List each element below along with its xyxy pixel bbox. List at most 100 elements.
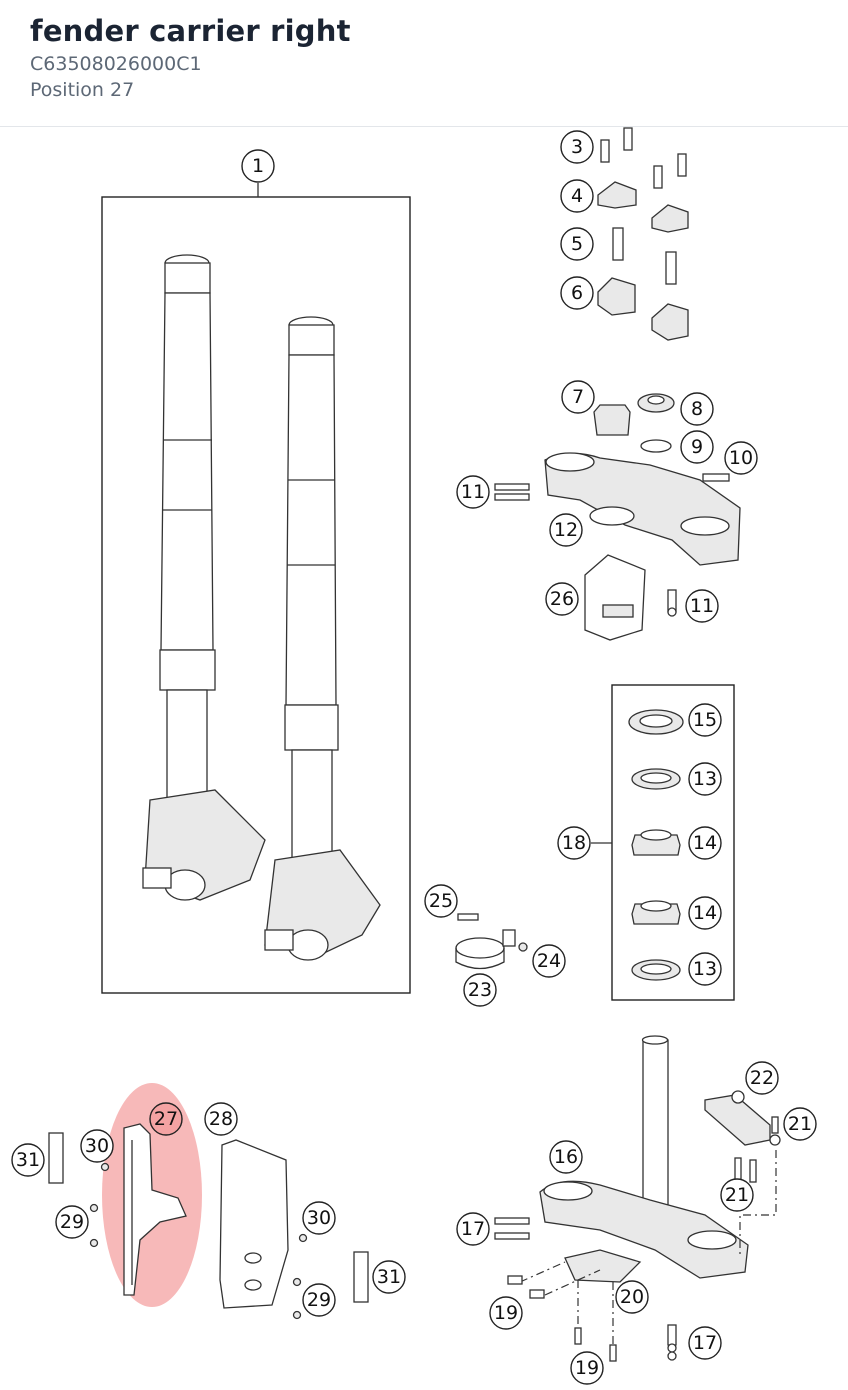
svg-text:25: 25 (429, 890, 453, 912)
bolts-17-lower[interactable] (667, 1324, 677, 1361)
svg-text:20: 20 (620, 1286, 644, 1308)
clamp-bolts-17-upper[interactable] (494, 1217, 530, 1240)
exploded-parts-diagram: 1 3 4 5 6 7 8 9 10 11 12 26 11 15 13 18 … (11, 127, 817, 1385)
callout-10[interactable]: 10 (724, 441, 758, 475)
screw-29-left-lower[interactable] (89, 1238, 99, 1248)
callout-29a[interactable]: 29 (55, 1205, 89, 1239)
fender-28[interactable] (219, 1139, 289, 1309)
callout-14b[interactable]: 14 (688, 896, 722, 930)
callout-8[interactable]: 8 (680, 392, 714, 426)
screw-29-right-upper[interactable] (292, 1277, 302, 1287)
callout-31b[interactable]: 31 (372, 1260, 406, 1294)
seal-15[interactable] (628, 709, 684, 735)
callout-16[interactable]: 16 (549, 1140, 583, 1174)
callout-7[interactable]: 7 (561, 380, 595, 414)
cap-8[interactable] (637, 393, 675, 413)
svg-text:14: 14 (693, 832, 717, 854)
right-fork-leg[interactable] (264, 316, 381, 961)
bearing-14-upper[interactable] (631, 829, 681, 856)
upper-triple-clamp-12[interactable] (544, 452, 741, 566)
steering-damper-22[interactable] (704, 1090, 781, 1146)
callout-30a[interactable]: 30 (80, 1129, 114, 1163)
svg-text:9: 9 (691, 436, 703, 458)
handlebar-clamps-lower-6[interactable] (597, 277, 689, 341)
callout-20[interactable]: 20 (615, 1280, 649, 1314)
callout-13a[interactable]: 13 (688, 762, 722, 796)
callout-18[interactable]: 18 (557, 826, 591, 860)
svg-text:8: 8 (691, 398, 703, 420)
nut-24[interactable] (518, 942, 528, 952)
clamp-ring-23[interactable] (455, 929, 516, 970)
callout-27[interactable]: 27 (149, 1102, 183, 1136)
callout-29b[interactable]: 29 (302, 1283, 336, 1317)
screw-11-lower[interactable] (667, 589, 677, 617)
callout-3[interactable]: 3 (560, 130, 594, 164)
svg-text:18: 18 (562, 832, 586, 854)
svg-text:15: 15 (693, 709, 717, 731)
callout-12[interactable]: 12 (549, 513, 583, 547)
svg-text:23: 23 (468, 979, 492, 1001)
bearing-14-lower[interactable] (631, 900, 681, 925)
screw-29-right-lower[interactable] (292, 1310, 302, 1320)
callout-14a[interactable]: 14 (688, 826, 722, 860)
callout-28[interactable]: 28 (204, 1102, 238, 1136)
svg-text:19: 19 (575, 1357, 599, 1379)
svg-text:29: 29 (307, 1289, 331, 1311)
clamp-bolts-5[interactable] (612, 227, 677, 285)
handlebar-clamps-upper-4[interactable] (597, 181, 689, 233)
callout-5[interactable]: 5 (560, 227, 594, 261)
callout-21b[interactable]: 21 (720, 1178, 754, 1212)
callout-17a[interactable]: 17 (456, 1212, 490, 1246)
callout-4[interactable]: 4 (560, 179, 594, 213)
callout-19a[interactable]: 19 (489, 1296, 523, 1330)
reflector-31-right[interactable] (353, 1251, 369, 1303)
steering-nut-7[interactable] (593, 404, 631, 436)
washer-9[interactable] (640, 439, 672, 453)
bolts-19[interactable] (507, 1275, 617, 1362)
callout-11a[interactable]: 11 (456, 475, 490, 509)
svg-text:5: 5 (571, 233, 583, 255)
svg-text:30: 30 (307, 1207, 331, 1229)
cover-26[interactable] (584, 554, 646, 641)
svg-text:28: 28 (209, 1108, 233, 1130)
screw-30-left[interactable] (100, 1162, 110, 1172)
ring-13-upper[interactable] (631, 768, 681, 790)
reflector-31-left[interactable] (48, 1132, 64, 1184)
svg-text:21: 21 (788, 1113, 812, 1135)
bolts-11[interactable] (494, 483, 530, 501)
bolt-10[interactable] (702, 473, 730, 482)
screw-25[interactable] (457, 913, 479, 921)
callout-30b[interactable]: 30 (302, 1201, 336, 1235)
callout-15[interactable]: 15 (688, 703, 722, 737)
fender-carrier-right-27[interactable] (123, 1123, 187, 1296)
screw-30-right[interactable] (298, 1233, 308, 1243)
callout-22[interactable]: 22 (745, 1061, 779, 1095)
callout-26[interactable]: 26 (545, 582, 579, 616)
svg-text:12: 12 (554, 519, 578, 541)
callout-9[interactable]: 9 (680, 430, 714, 464)
callout-13b[interactable]: 13 (688, 952, 722, 986)
callout-19b[interactable]: 19 (570, 1351, 604, 1385)
svg-text:19: 19 (494, 1302, 518, 1324)
callout-6[interactable]: 6 (560, 276, 594, 310)
callout-23[interactable]: 23 (463, 973, 497, 1007)
callout-1[interactable]: 1 (241, 149, 275, 183)
callout-24[interactable]: 24 (532, 944, 566, 978)
callout-11b[interactable]: 11 (685, 589, 719, 623)
bracket-20[interactable] (564, 1249, 642, 1283)
clamp-bolts-3[interactable] (600, 127, 687, 189)
ring-13-lower[interactable] (631, 959, 681, 981)
callout-31a[interactable]: 31 (11, 1143, 45, 1177)
svg-text:31: 31 (16, 1149, 40, 1171)
steering-stem-16[interactable] (539, 1035, 749, 1279)
callout-17b[interactable]: 17 (688, 1326, 722, 1360)
svg-text:21: 21 (725, 1184, 749, 1206)
screw-29-left-upper[interactable] (89, 1203, 99, 1213)
left-fork-leg[interactable] (142, 254, 266, 901)
damper-screws-21[interactable] (734, 1116, 779, 1183)
svg-text:10: 10 (729, 447, 753, 469)
svg-text:4: 4 (571, 185, 583, 207)
callout-25[interactable]: 25 (424, 884, 458, 918)
svg-text:11: 11 (690, 595, 714, 617)
callout-21a[interactable]: 21 (783, 1107, 817, 1141)
